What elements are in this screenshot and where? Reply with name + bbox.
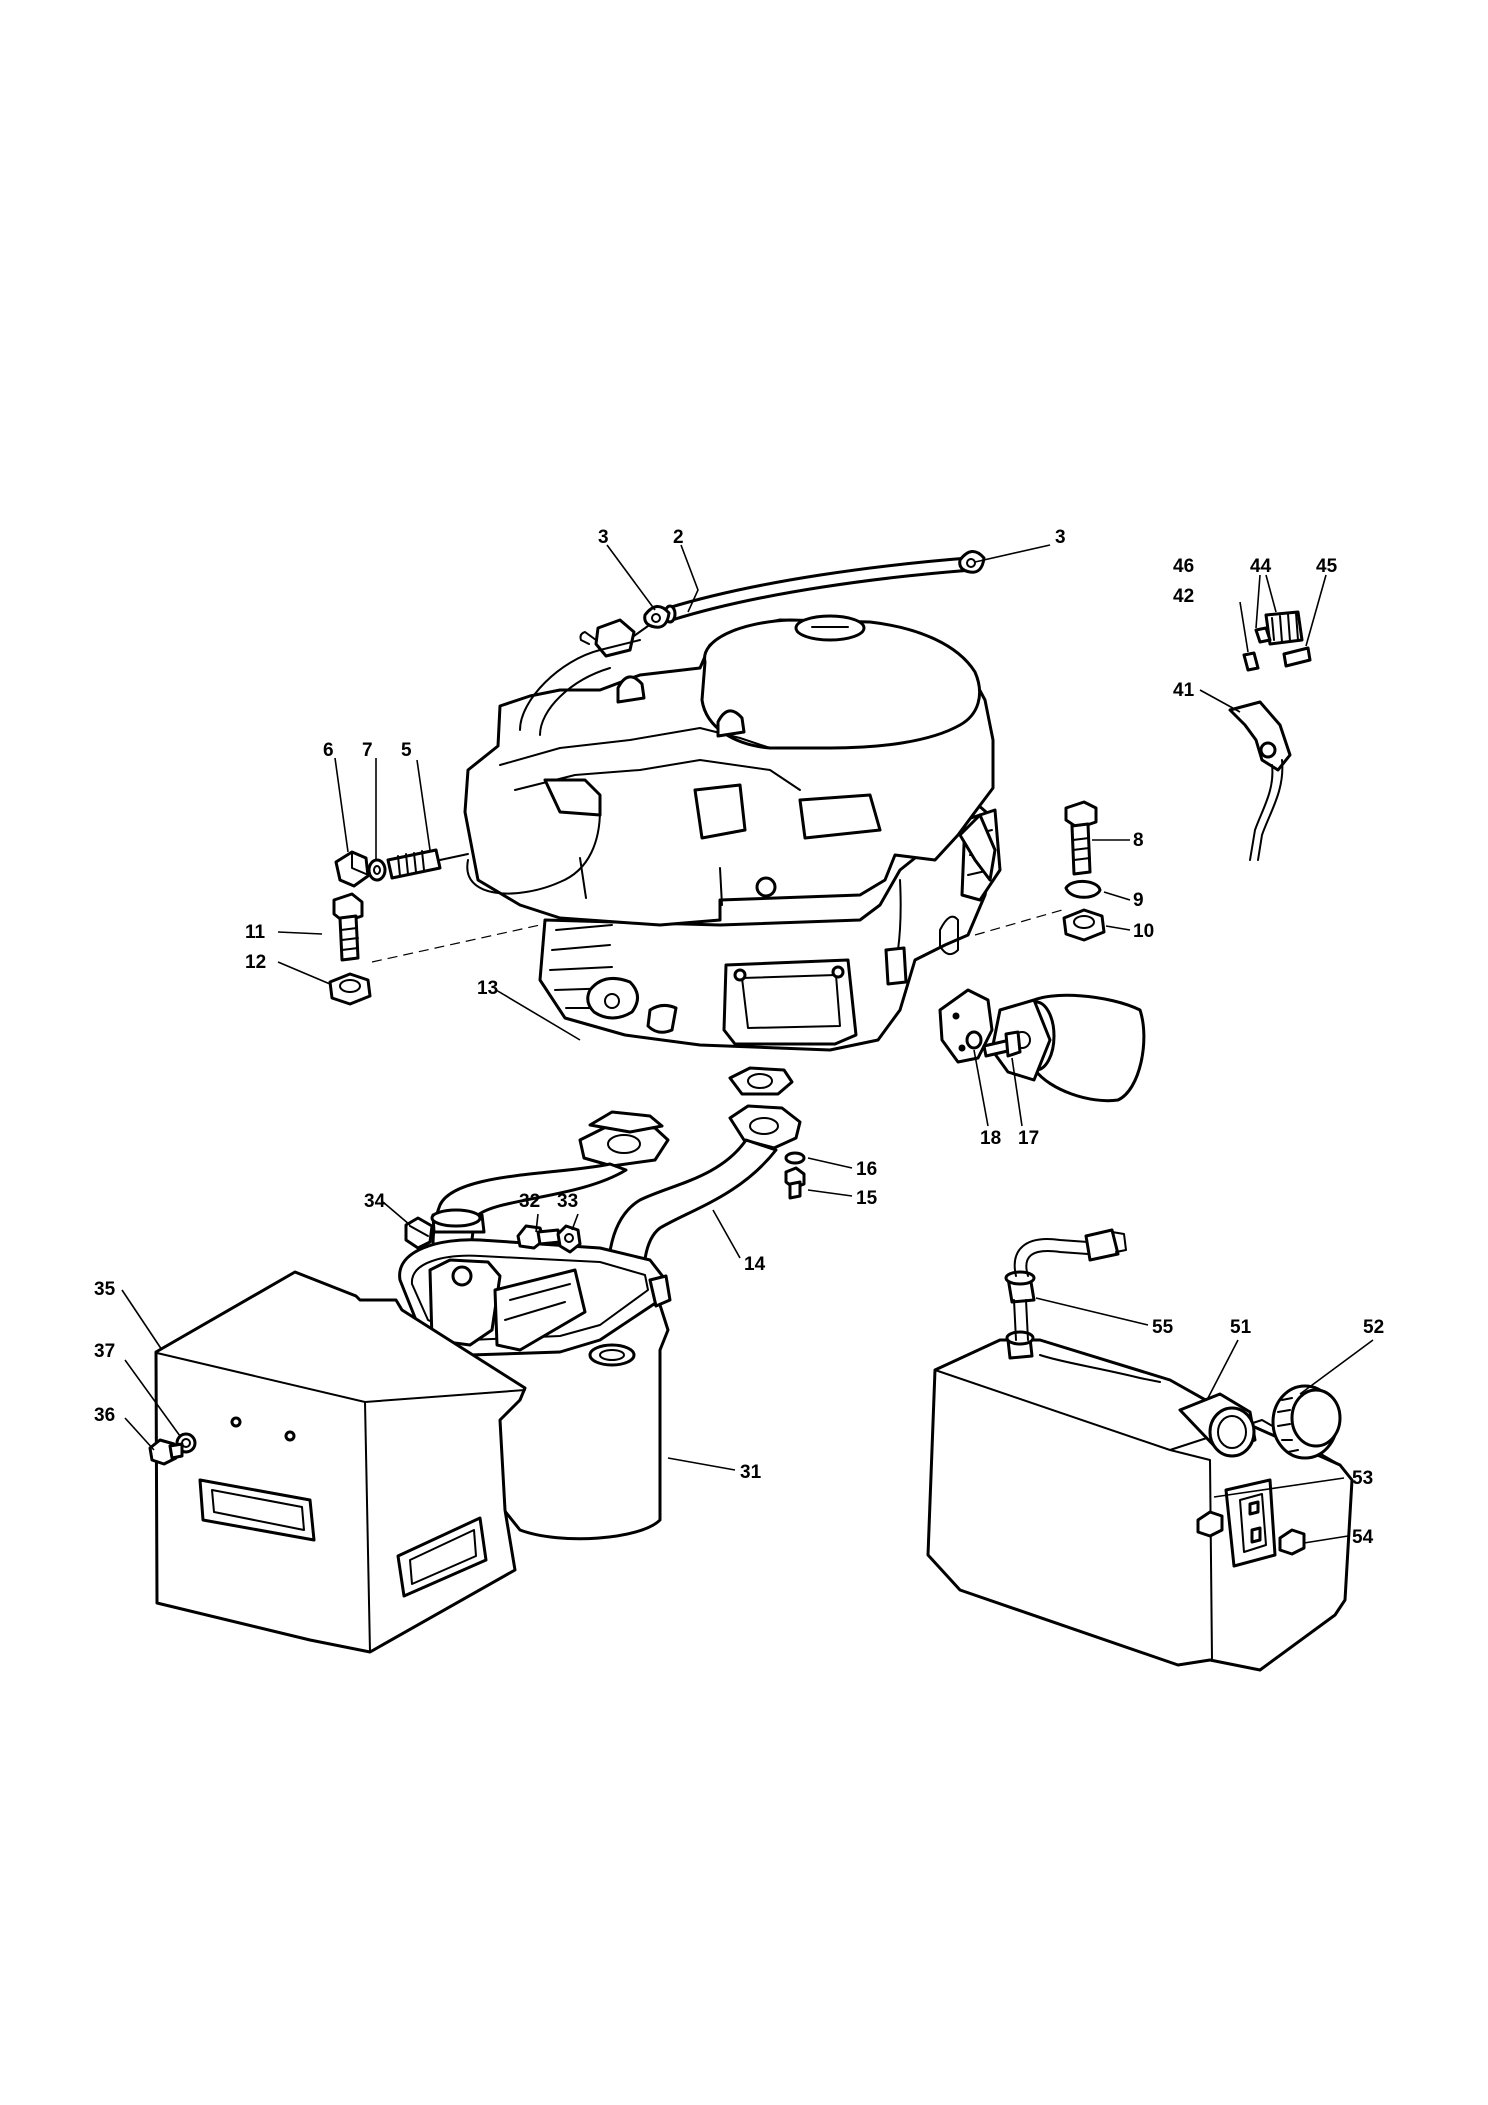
callout: 17 (1018, 1128, 1039, 1149)
fuel-pickup-55 (1004, 1228, 1127, 1341)
exhaust-gasket-14 (728, 1066, 794, 1096)
nut-54 (1278, 1528, 1306, 1556)
callout: 35 (94, 1279, 116, 1300)
exhaust-flange-14 (728, 1104, 802, 1150)
callout: 16 (856, 1159, 877, 1180)
engine-assembly (463, 614, 1002, 1052)
callout-labels: 3 2 3 46 44 45 42 41 6 7 5 8 9 10 11 12 … (94, 527, 1384, 1548)
screw-45 (1282, 646, 1312, 668)
fuel-hose (663, 556, 974, 624)
washer-7 (367, 858, 387, 882)
callout: 31 (740, 1462, 762, 1483)
cable-clamp-44 (1264, 610, 1304, 646)
callout: 12 (245, 952, 266, 973)
hose-clamp-left (643, 605, 671, 629)
callout: 42 (1173, 586, 1194, 607)
screw-36 (148, 1438, 184, 1466)
callout: 11 (245, 922, 266, 943)
mount-line-right (974, 909, 1063, 936)
callout: 14 (744, 1254, 766, 1275)
oil-filter (990, 993, 1146, 1103)
callout: 33 (557, 1191, 578, 1212)
callout: 45 (1316, 556, 1338, 577)
callout: 18 (980, 1128, 1001, 1149)
exhaust-gasket-13 (578, 1110, 670, 1168)
callout: 34 (364, 1191, 386, 1212)
screw-42 (1242, 651, 1260, 672)
callout: 32 (519, 1191, 540, 1212)
callout: 53 (1352, 1468, 1373, 1489)
fuel-cap-52 (1271, 1384, 1342, 1460)
fuel-filter-inline (579, 618, 649, 658)
bolt-11 (332, 892, 364, 962)
washer-18 (965, 1030, 983, 1050)
nut-46 (1254, 626, 1272, 644)
flange-nut-12 (328, 972, 372, 1006)
callout: 51 (1230, 1317, 1252, 1338)
callout: 52 (1363, 1317, 1384, 1338)
flange-nut-10 (1062, 908, 1106, 942)
callout: 2 (673, 527, 684, 548)
stud-bolt-5 (386, 848, 469, 880)
callout: 6 (323, 740, 334, 761)
callout: 13 (477, 978, 498, 999)
hose-clamp-right (958, 550, 986, 574)
washer-33 (556, 1224, 582, 1254)
callout: 46 (1173, 556, 1194, 577)
callout: 55 (1152, 1317, 1174, 1338)
muffler-guard-35 (154, 1270, 527, 1654)
bolt-15 (784, 1166, 806, 1200)
bolt-8 (1064, 800, 1098, 876)
tank-bracket-53 (1196, 1478, 1277, 1568)
callout: 3 (598, 527, 609, 548)
bolt-17 (982, 1030, 1022, 1058)
callout: 41 (1173, 680, 1195, 701)
callout: 15 (856, 1188, 878, 1209)
callout: 8 (1133, 830, 1144, 851)
clip-34 (404, 1216, 434, 1250)
callout: 37 (94, 1341, 115, 1362)
mount-line-left (371, 924, 541, 963)
lock-washer-9 (1064, 880, 1102, 899)
leader-lines (121, 544, 1374, 1544)
callout: 9 (1133, 890, 1144, 911)
washer-16 (784, 1151, 806, 1165)
callout: 36 (94, 1405, 115, 1426)
nut-6 (334, 850, 370, 888)
fuel-tank-51 (926, 1330, 1354, 1672)
throttle-cable-bracket (1228, 700, 1292, 861)
callout: 54 (1352, 1527, 1374, 1548)
screw-32 (516, 1224, 562, 1250)
callout: 3 (1055, 527, 1066, 548)
callout: 7 (362, 740, 373, 761)
callout: 5 (401, 740, 412, 761)
callout: 10 (1133, 921, 1154, 942)
callout: 44 (1250, 556, 1272, 577)
